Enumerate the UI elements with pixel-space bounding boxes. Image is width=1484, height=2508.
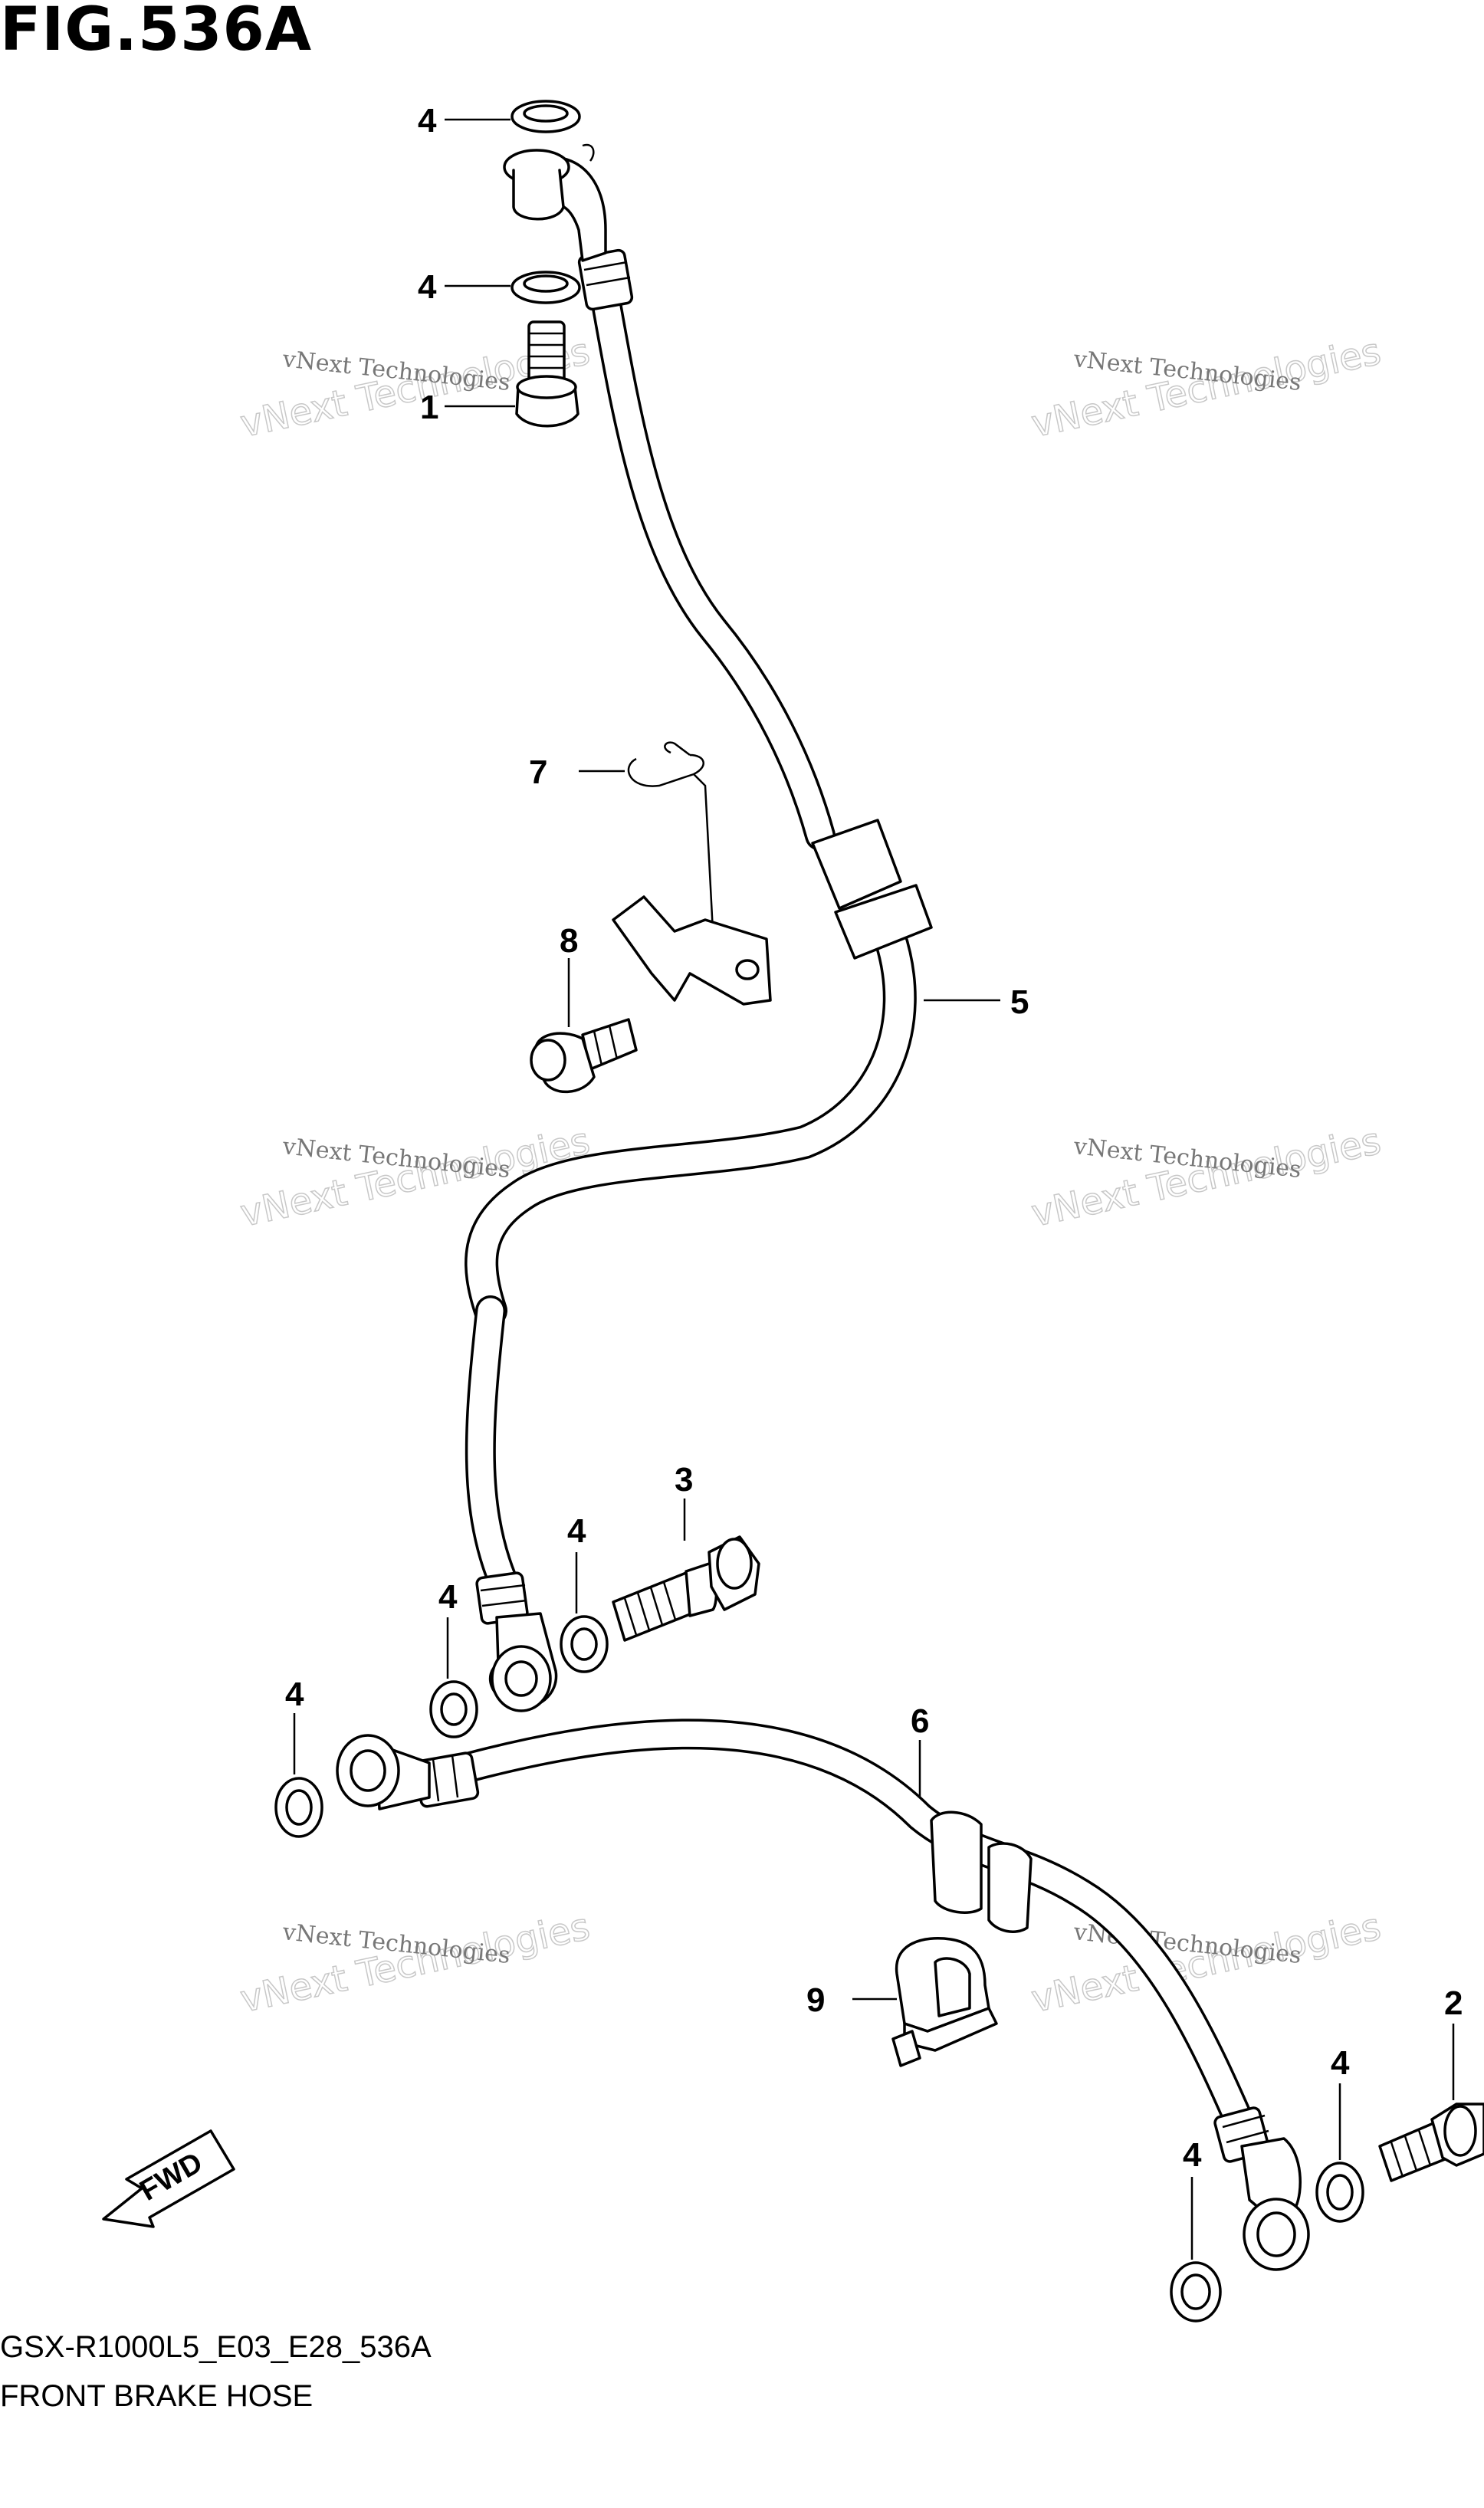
brake-hose-upper <box>465 248 933 1625</box>
washer-lower-left <box>274 1777 323 1838</box>
banjo-fitting-mid <box>489 1612 558 1712</box>
hose-clamp-7 <box>612 741 772 1006</box>
washer-mid-left <box>429 1680 478 1738</box>
callout-label: 8 <box>560 922 578 960</box>
callout-label: 4 <box>418 268 437 306</box>
callout-label: 6 <box>911 1702 929 1740</box>
model-code: GSX-R1000L5_E03_E28_536A <box>0 2330 432 2364</box>
callout-label: 4 <box>418 102 437 140</box>
callout-label: 2 <box>1444 1984 1463 2022</box>
callout-label: 5 <box>1010 983 1029 1021</box>
callout-label: 7 <box>529 753 547 791</box>
watermark-low-right: vNext Technologies vNext Technologies <box>1027 1905 1385 2022</box>
callout-label: 1 <box>420 389 438 426</box>
hose-clamp-9 <box>891 1937 998 2067</box>
bolt-union-1 <box>515 320 579 428</box>
banjo-fitting-lower-right <box>1240 2137 1310 2271</box>
bolt-union-2 <box>1378 2103 1484 2182</box>
callout-label: 4 <box>285 1676 304 1713</box>
watermark-top-right: vNext Technologies vNext Technologies <box>1027 330 1385 447</box>
figure-title: FIG.536A <box>0 0 313 64</box>
callout-label: 4 <box>1183 2136 1202 2174</box>
callout-label: 9 <box>806 1981 825 2019</box>
washer-lower-right-2 <box>1315 2162 1364 2223</box>
washer-top-2 <box>511 271 581 304</box>
watermark-low-left: vNext Technologies vNext Technologies <box>236 1905 594 2022</box>
callout-label: 4 <box>1331 2044 1350 2082</box>
fwd-arrow: FWD <box>102 2129 235 2228</box>
washer-top-1 <box>511 100 581 133</box>
figure-caption: FRONT BRAKE HOSE <box>0 2379 314 2413</box>
watermark-mid-right: vNext Technologies vNext Technologies <box>1027 1119 1385 1236</box>
bolt-union-3 <box>612 1535 760 1642</box>
banjo-fitting-top <box>503 143 607 262</box>
leader-lines <box>293 118 1455 2260</box>
washer-lower-right-1 <box>1170 2261 1222 2323</box>
callout-label: 4 <box>438 1578 458 1616</box>
callout-label: 3 <box>675 1461 693 1499</box>
banjo-fitting-lower-left <box>336 1734 431 1810</box>
washer-mid-right <box>560 1615 609 1673</box>
bolt-8 <box>530 1018 638 1094</box>
callout-label: 4 <box>567 1512 586 1550</box>
callout-labels: 4 4 1 7 8 5 3 4 4 4 6 9 2 4 4 <box>285 102 1463 2174</box>
